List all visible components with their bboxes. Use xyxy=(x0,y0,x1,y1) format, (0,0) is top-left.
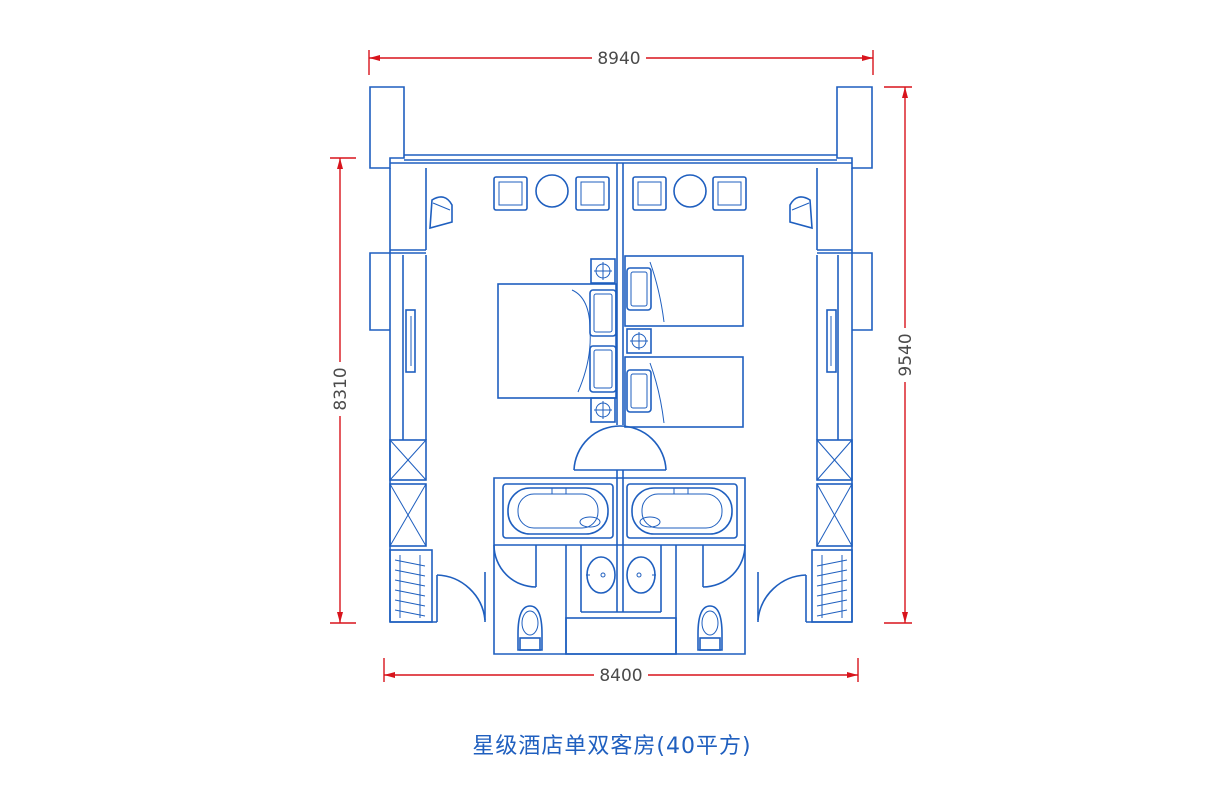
dimension-left: 8310 xyxy=(330,157,356,624)
desk-chair-left xyxy=(429,196,453,230)
entrance-door-left xyxy=(436,572,486,622)
nightstand-lamp-1 xyxy=(590,258,616,284)
round-table-1 xyxy=(535,174,569,208)
closet-hangers-left xyxy=(394,555,426,618)
single-bed-2 xyxy=(624,356,744,428)
drawing-title: 星级酒店单双客房(40平方) xyxy=(472,734,752,759)
tv-right xyxy=(826,309,837,373)
dimension-right-label: 9540 xyxy=(896,333,916,376)
walls xyxy=(369,86,873,655)
connecting-door xyxy=(573,425,667,471)
toilet-right xyxy=(697,605,723,651)
armchair-4 xyxy=(712,176,747,211)
bathtub-left xyxy=(502,483,614,539)
single-bed-1 xyxy=(624,255,744,327)
double-bed xyxy=(497,283,617,399)
dimension-right: 9540 xyxy=(884,86,916,624)
dimension-bottom: 8400 xyxy=(383,658,859,686)
desk-chair-right xyxy=(789,196,813,230)
nightstand-lamp-2 xyxy=(590,397,616,423)
dimension-top-label: 8940 xyxy=(597,49,640,69)
dimension-left-label: 8310 xyxy=(331,367,351,410)
round-table-2 xyxy=(673,174,707,208)
entrance-door-right xyxy=(757,572,807,622)
dimension-bottom-label: 8400 xyxy=(599,666,642,686)
armchair-3 xyxy=(632,176,667,211)
toilet-left xyxy=(517,605,543,651)
wash-basin-left xyxy=(586,556,616,594)
armchair-1 xyxy=(493,176,528,211)
wash-basin-right xyxy=(626,556,656,594)
tv-left xyxy=(405,309,416,373)
closet-hangers-right xyxy=(816,555,848,618)
armchair-2 xyxy=(575,176,610,211)
nightstand-lamp-3 xyxy=(626,328,652,354)
dimension-top: 8940 xyxy=(368,48,874,75)
bathroom-door-right xyxy=(702,544,746,588)
bathroom-door-left xyxy=(493,544,537,588)
bathtub-right xyxy=(626,483,738,539)
